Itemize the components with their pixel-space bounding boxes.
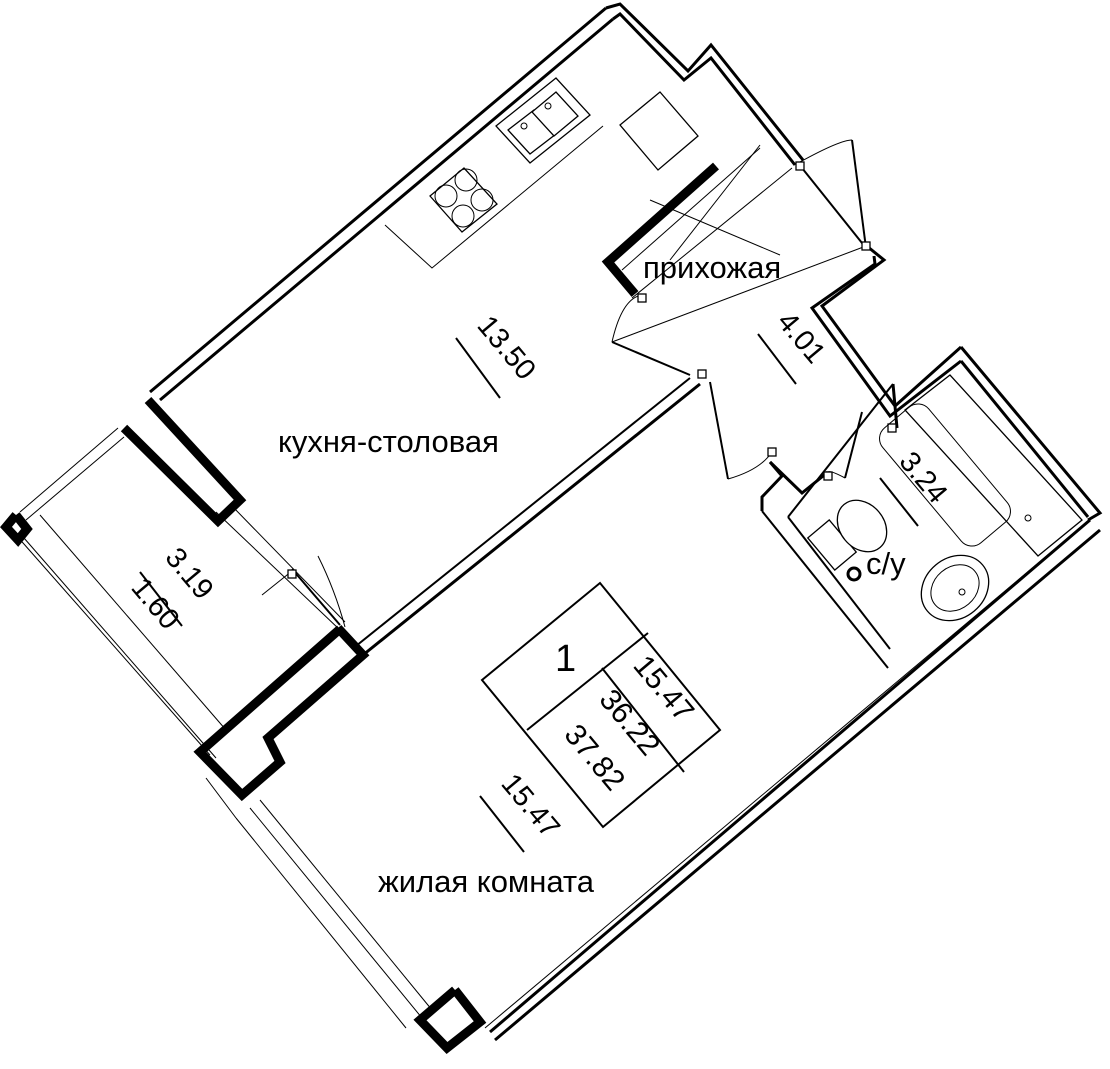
svg-text:3.24: 3.24 xyxy=(893,446,954,510)
balcony-area: 3.19 1.60 xyxy=(125,542,220,636)
bathtub-icon xyxy=(879,374,1083,557)
summary-rooms-count: 1 xyxy=(555,638,576,680)
fridge-icon xyxy=(619,91,699,171)
doors xyxy=(287,139,897,579)
balcony xyxy=(15,427,346,759)
living-name: жилая комната xyxy=(378,864,595,899)
kitchen-area: 13.50 xyxy=(455,310,542,399)
svg-text:4.01: 4.01 xyxy=(771,306,832,370)
svg-text:13.50: 13.50 xyxy=(471,310,542,386)
toilet-icon xyxy=(806,499,888,572)
room-labels: кухня-столовая 13.50 прихожая 4.01 с/у 3… xyxy=(125,250,954,899)
hallway-name: прихожая xyxy=(643,250,781,285)
kitchen-name: кухня-столовая xyxy=(278,424,499,459)
kitchen-fixtures xyxy=(384,77,699,269)
bathroom-name: с/у xyxy=(866,546,906,581)
svg-text:15.47: 15.47 xyxy=(495,768,566,844)
living-area: 15.47 xyxy=(479,768,566,853)
sink-icon xyxy=(495,77,591,164)
living-window xyxy=(205,777,433,1029)
interior-walls xyxy=(355,162,899,669)
stove-icon xyxy=(429,167,498,233)
bathroom-fixtures xyxy=(806,374,1083,622)
washbasin-icon xyxy=(920,554,990,622)
drain-icon xyxy=(846,566,862,582)
